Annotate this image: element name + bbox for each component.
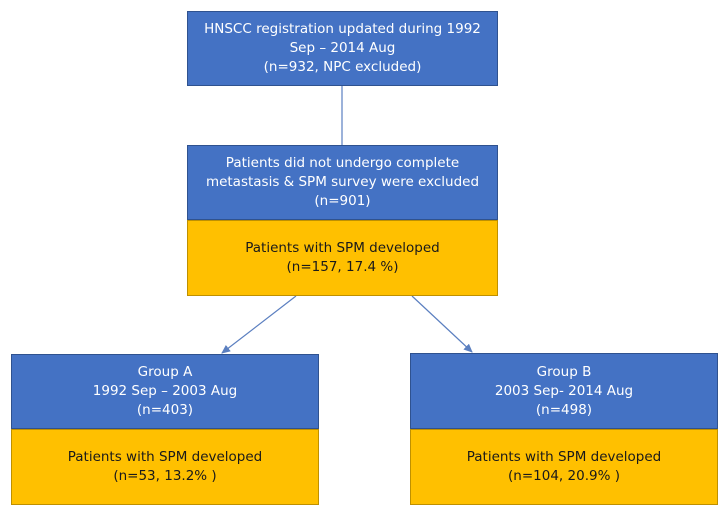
spm-total-box: Patients with SPM developed (n=157, 17.4… (187, 220, 498, 296)
group-b-period: 2003 Sep- 2014 Aug (494, 382, 634, 399)
arrow-to-group-b (411, 295, 473, 353)
group-a-box: Group A 1992 Sep – 2003 Aug (n=403) (11, 354, 319, 429)
group-a-spm-line-1: Patients with SPM developed (67, 449, 263, 465)
group-b-box: Group B 2003 Sep- 2014 Aug (n=498) (410, 353, 718, 429)
spm-total-line-2: (n=157, 17.4 %) (286, 259, 399, 275)
group-a-period: 1992 Sep – 2003 Aug (92, 383, 238, 399)
group-b-spm-line-2: (n=104, 20.9% ) (508, 468, 620, 484)
group-a-spm-box: Patients with SPM developed (n=53, 13.2%… (11, 429, 319, 505)
group-b-spm-line-1: Patients with SPM developed (466, 449, 662, 465)
registration-line-3: (n=932, NPC excluded) (263, 59, 422, 75)
registration-box: HNSCC registration updated during 1992 S… (187, 11, 498, 86)
group-b-title: Group B (536, 363, 592, 380)
group-b-count: (n=498) (535, 401, 593, 418)
registration-line-1: HNSCC registration updated during 1992 (204, 21, 481, 37)
spm-total-line-1: Patients with SPM developed (245, 240, 440, 256)
group-a-title: Group A (137, 364, 193, 380)
group-a-spm-line-2: (n=53, 13.2% ) (113, 468, 217, 484)
exclusion-line-1: Patients did not undergo complete (225, 155, 460, 171)
exclusion-line-3: (n=901) (314, 193, 371, 209)
group-a-count: (n=403) (136, 402, 194, 418)
exclusion-line-2: metastasis & SPM survey were excluded (205, 174, 480, 190)
registration-line-2: Sep – 2014 Aug (289, 40, 396, 56)
exclusion-box: Patients did not undergo complete metast… (187, 145, 498, 220)
arrow-to-group-a (221, 295, 297, 354)
group-b-spm-box: Patients with SPM developed (n=104, 20.9… (410, 429, 718, 505)
